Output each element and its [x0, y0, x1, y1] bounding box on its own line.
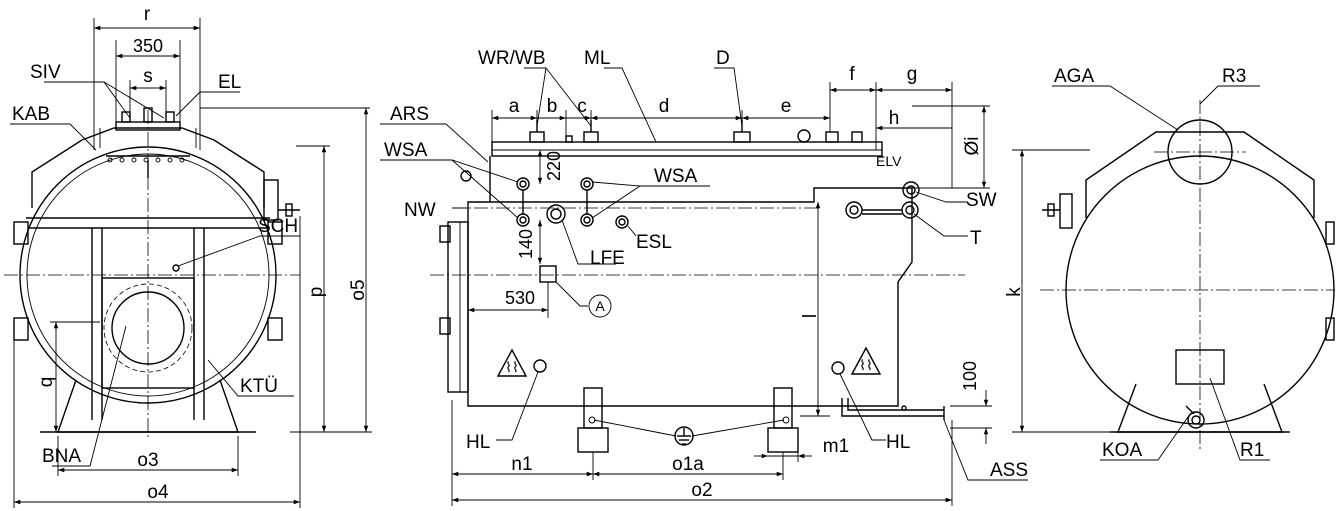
label-100: 100 [960, 361, 980, 391]
label-p: p [306, 287, 327, 298]
label-140: 140 [516, 229, 536, 259]
label-h: h [889, 108, 900, 129]
label-nw: NW [404, 200, 436, 221]
label-o3: o3 [137, 450, 158, 471]
label-hl-right: HL [886, 432, 910, 453]
label-o5: o5 [348, 279, 369, 300]
label-ass: ASS [990, 460, 1028, 481]
label-o4: o4 [147, 482, 169, 503]
label-ars: ARS [390, 104, 429, 125]
label-el: EL [218, 72, 241, 93]
label-r1: R1 [1240, 440, 1264, 461]
rear-dimensions [1012, 85, 1270, 461]
label-d-top: D [716, 48, 730, 69]
label-d: d [659, 96, 670, 117]
label-n1: n1 [511, 454, 532, 475]
svg-text:⌇⌇: ⌇⌇ [859, 357, 873, 373]
label-wsa-right: WSA [654, 166, 698, 187]
label-b: b [547, 96, 558, 117]
label-kab: KAB [12, 104, 50, 125]
label-m1: m1 [823, 436, 849, 457]
label-oi: Øi [962, 137, 983, 156]
side-view: ⌇⌇ ⌇⌇ [430, 120, 965, 453]
label-q: q [36, 377, 57, 388]
label-layer: r 350 s SIV EL KAB SCH p o5 q KTÜ BNA o3… [12, 4, 1264, 503]
label-sch: SCH [258, 216, 298, 237]
label-o2: o2 [691, 480, 712, 501]
label-e: e [781, 96, 792, 117]
side-dimensions [380, 67, 1028, 506]
label-c: c [577, 96, 587, 117]
front-view [4, 107, 300, 440]
label-lfe: LFE [590, 248, 625, 269]
label-bna: BNA [42, 446, 81, 467]
front-dimensions [10, 18, 372, 508]
label-l: l [800, 314, 821, 318]
label-220: 220 [544, 151, 564, 181]
label-siv: SIV [30, 62, 61, 83]
label-g: g [907, 64, 918, 85]
label-sw: SW [966, 190, 997, 211]
label-o1a: o1a [672, 454, 704, 475]
label-elv: ELV [876, 153, 902, 169]
label-a: a [509, 96, 520, 117]
label-k: k [1004, 287, 1025, 297]
label-aga: AGA [1054, 66, 1094, 87]
label-koa: KOA [1102, 440, 1142, 461]
label-a-circle: A [595, 298, 605, 314]
label-wsa-left: WSA [384, 140, 428, 161]
label-ml: ML [584, 48, 610, 69]
label-f: f [849, 64, 855, 85]
label-r: r [144, 4, 151, 25]
label-350: 350 [133, 36, 163, 56]
label-530: 530 [505, 288, 535, 308]
label-wr-wb: WR/WB [478, 48, 546, 69]
label-ktu: KTÜ [240, 376, 278, 397]
svg-text:⌇⌇: ⌇⌇ [505, 359, 519, 375]
label-s: s [143, 66, 153, 87]
label-t: T [970, 228, 982, 249]
label-esl: ESL [636, 232, 672, 253]
label-r3: R3 [1222, 66, 1246, 87]
rear-view [1040, 100, 1335, 450]
label-hl-left: HL [466, 432, 490, 453]
